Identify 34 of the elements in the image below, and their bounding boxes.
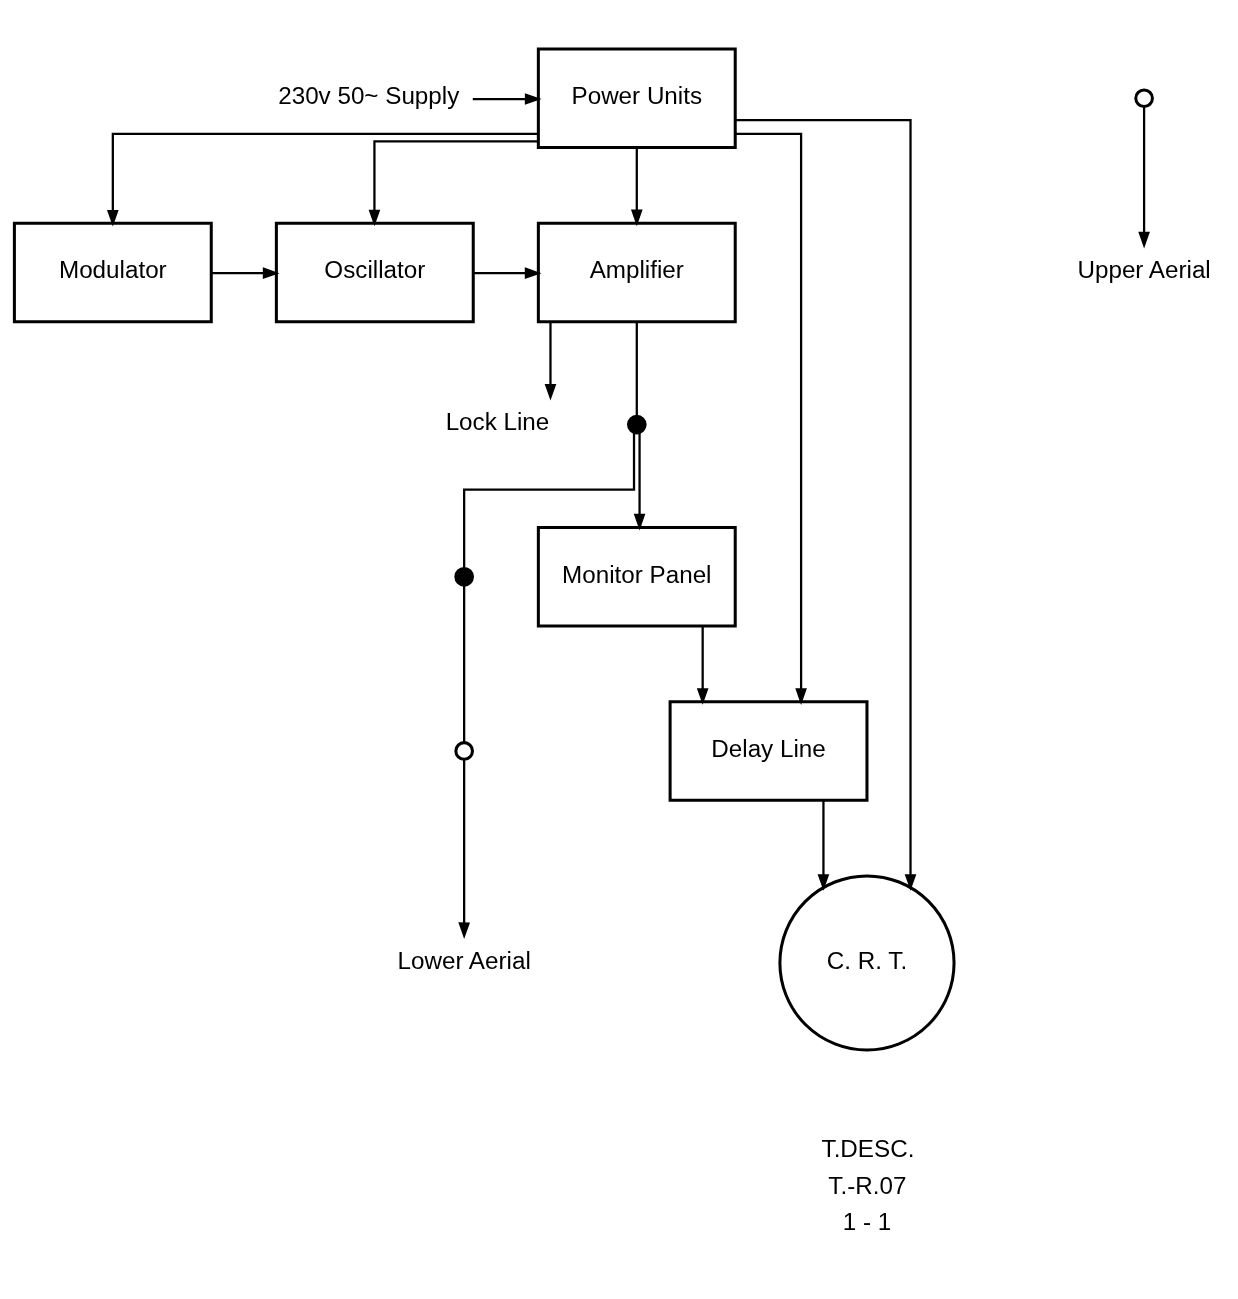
node-circle bbox=[1134, 88, 1154, 109]
connector bbox=[463, 432, 636, 569]
node-box: Modulator bbox=[12, 221, 213, 324]
arrow bbox=[817, 800, 830, 891]
node-text: 230v 50~ Supply bbox=[278, 82, 460, 110]
arrow bbox=[211, 267, 280, 279]
arrow bbox=[458, 759, 470, 940]
label: 1 - 1 bbox=[842, 1207, 892, 1235]
arrow bbox=[630, 147, 643, 227]
connector bbox=[635, 321, 638, 416]
node-box: Monitor Panel bbox=[536, 526, 737, 628]
node-text: Lower Aerial bbox=[397, 946, 531, 974]
label: T.-R.07 bbox=[828, 1171, 907, 1199]
node-box: Power Units bbox=[536, 47, 737, 149]
node-box: Amplifier bbox=[536, 221, 737, 324]
arrow bbox=[544, 321, 557, 401]
arrow bbox=[107, 132, 539, 227]
arrow bbox=[473, 267, 542, 279]
node-circle bbox=[626, 414, 647, 435]
arrow bbox=[696, 626, 709, 705]
node-box: Delay Line bbox=[668, 700, 869, 802]
node-circle bbox=[454, 741, 474, 761]
connector bbox=[463, 585, 466, 743]
node-text: Lock Line bbox=[445, 408, 550, 436]
arrow bbox=[472, 93, 542, 105]
node-circle bbox=[454, 566, 474, 587]
node-text: Upper Aerial bbox=[1077, 256, 1211, 284]
arrow bbox=[1138, 106, 1150, 249]
arrow bbox=[633, 432, 646, 531]
label: T.DESC. bbox=[821, 1135, 915, 1163]
arrow bbox=[368, 140, 539, 227]
arrow bbox=[735, 132, 807, 705]
node-box: Oscillator bbox=[274, 221, 475, 324]
arrow bbox=[735, 119, 917, 891]
